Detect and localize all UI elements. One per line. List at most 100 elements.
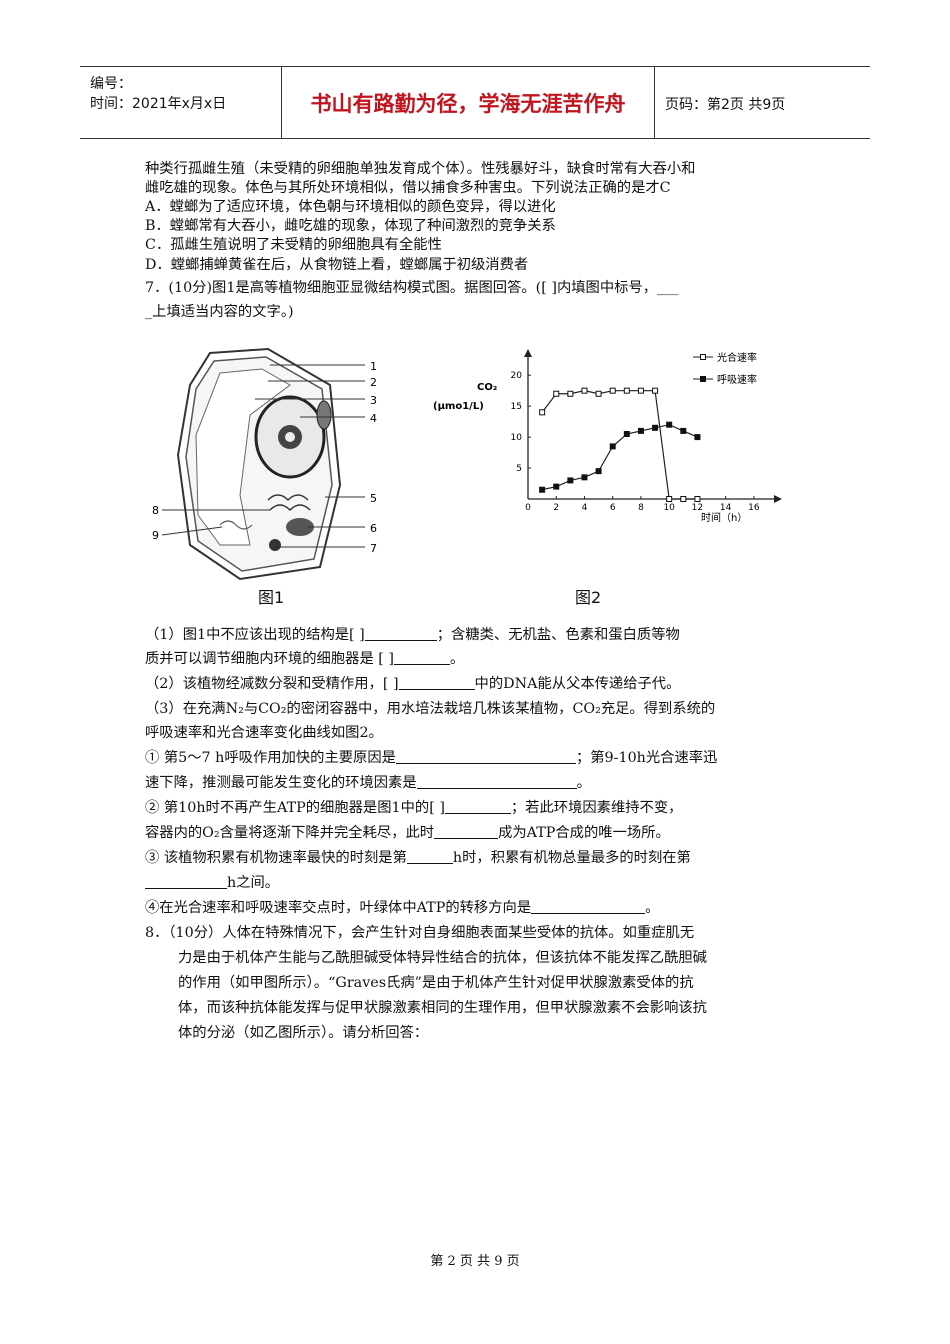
figure-2-caption: 图2 — [575, 588, 602, 607]
fig1-label-1: 1 — [370, 360, 377, 373]
answer-blank[interactable] — [406, 849, 453, 864]
figure-2-chart: CO₂ (μmo1/L) 时间（h） 光合速率 呼吸速率 0 2 4 6 8 10 12 14… — [433, 349, 782, 524]
figure-1-caption: 图1 — [258, 588, 285, 607]
q7-3-sub1: ① 第5～7 h呼吸作用加快的主要原因是；第9-10h光合速率迅 — [145, 749, 718, 766]
fig1-label-4: 4 — [370, 412, 377, 425]
q7-1-line2: 质并可以调节细胞内环境的细胞器是 [ ]。 — [145, 650, 465, 667]
page-header: 编号： 时间：2021年x月x日 书山有路勤为径，学海无涯苦作舟 页码：第2页 … — [80, 66, 870, 139]
text-line: 种类行孤雌生殖（未受精的卵细胞单独发育成个体）。性残暴好斗，缺食时常有大吞小和 — [145, 161, 696, 177]
doc-code-label: 编号： — [90, 76, 132, 92]
answer-blank[interactable] — [145, 874, 227, 889]
data-point — [581, 387, 588, 394]
q7-2-line: （2）该植物经减数分裂和受精作用，[ ]中的DNA能从父本传递给子代。 — [145, 675, 681, 692]
data-point — [539, 409, 546, 416]
q7-3-sub4: ④在光合速率和呼吸速率交点时，叶绿体中ATP的转移方向是。 — [145, 899, 660, 916]
y-tick-label: 10 — [511, 433, 523, 443]
data-point — [623, 387, 630, 394]
page-number-label: 页码：第2页 共9页 — [665, 97, 786, 113]
data-point — [637, 387, 644, 394]
series-line-respiration — [541, 424, 698, 491]
data-point — [666, 496, 673, 502]
x-tick-label: 12 — [692, 503, 703, 513]
fig1-label-3: 3 — [370, 394, 377, 407]
y-tick-label: 15 — [511, 402, 522, 412]
question-7-title-cont: _上填适当内容的文字。) — [145, 304, 294, 320]
data-point — [581, 474, 588, 481]
data-point — [623, 431, 630, 437]
q7-3-line: （3）在充满N₂与CO₂的密闭容器中，用水培法栽培几株该某植物，CO₂充足。得到… — [145, 701, 716, 717]
x-axis-arrow — [774, 495, 782, 503]
data-point — [666, 421, 673, 428]
fig1-label-7: 7 — [370, 542, 377, 555]
fig1-label-9: 9 — [152, 529, 159, 542]
q7-1-line: （1）图1中不应该出现的结构是[ ]；含糖类、无机盐、色素和蛋白质等物 — [145, 626, 680, 643]
q7-3-line2: 呼吸速率和光合速率变化曲线如图2。 — [145, 725, 383, 741]
figure-1-plant-cell: 1 2 3 4 5 6 7 8 9 — [152, 347, 377, 581]
option-c: C．孤雌生殖说明了未受精的卵细胞具有全能性 — [145, 237, 442, 253]
data-point — [553, 390, 560, 397]
legend-photo-label: 光合速率 — [717, 351, 757, 364]
option-b: B．螳螂常有大吞小，雌吃雄的现象，体现了种间激烈的竞争关系 — [145, 218, 556, 234]
question-7-title: 7．(10分)图1是高等植物细胞亚显微结构模式图。据图回答。([ ]内填图中标号… — [145, 280, 679, 296]
data-point — [553, 483, 560, 490]
chart-xlabel: 时间（h） — [701, 511, 747, 524]
option-a: A．螳螂为了适应环境，体色朝与环境相似的颜色变异，得以进化 — [145, 199, 556, 215]
x-tick-label: 0 — [525, 503, 531, 513]
legend-resp-marker — [700, 376, 706, 382]
answer-blank[interactable] — [364, 626, 437, 641]
fig1-label-8: 8 — [152, 504, 159, 517]
text-line: 雌吃雄的现象。体色与其所处环境相似，借以捕食多种害虫。下列说法正确的是才C — [145, 180, 671, 196]
header-info-cell: 编号： 时间：2021年x月x日 — [80, 67, 282, 138]
q7-3-sub3b: h之间。 — [145, 874, 279, 893]
answer-blank[interactable] — [531, 899, 646, 914]
data-point — [652, 387, 659, 394]
data-point — [609, 387, 616, 394]
x-tick-label: 2 — [553, 503, 559, 513]
q7-3-sub2: ② 第10h时不再产生ATP的细胞器是图1中的[ ]；若此环境因素维持不变， — [145, 799, 683, 816]
data-point — [652, 424, 659, 431]
data-point — [539, 486, 546, 493]
y-tick-label: 5 — [516, 464, 522, 474]
option-d: D．螳螂捕蝉黄雀在后，从食物链上看，螳螂属于初级消费者 — [145, 257, 529, 273]
answer-blank[interactable] — [394, 650, 450, 665]
q7-3-sub1b: 速下降，推测最可能发生变化的环境因素是。 — [145, 774, 591, 791]
data-point — [595, 468, 602, 475]
data-point — [694, 434, 701, 441]
answer-blank[interactable] — [395, 749, 576, 764]
data-point — [680, 427, 687, 434]
data-point — [567, 477, 574, 484]
legend-resp-label: 呼吸速率 — [717, 373, 757, 386]
y-axis-arrow — [524, 349, 532, 357]
fig1-label-5: 5 — [370, 492, 377, 505]
legend-photo-marker — [700, 354, 706, 360]
x-tick-label: 16 — [748, 503, 760, 513]
motto: 书山有路勤为径，学海无涯苦作舟 — [282, 67, 655, 138]
x-tick-label: 4 — [582, 503, 588, 513]
data-point — [609, 443, 616, 450]
fig1-label-2: 2 — [370, 376, 377, 389]
chart-ylabel-1: CO₂ — [477, 382, 497, 393]
question-8-line: 8．（10分）人体在特殊情况下，会产生针对自身细胞表面某些受体的抗体。如重症肌无 — [145, 925, 695, 941]
question-8-line: 体，而该种抗体能发挥与促甲状腺激素相同的生理作用，但甲状腺激素不会影响该抗 — [178, 1000, 707, 1016]
x-tick-label: 6 — [610, 503, 616, 513]
question-8-line: 体的分泌（如乙图所示）。请分析回答： — [178, 1025, 429, 1041]
page-footer: 第 2 页 共 9 页 — [430, 1254, 520, 1269]
data-point — [694, 496, 701, 502]
chart-ylabel-2: (μmo1/L) — [433, 401, 484, 412]
answer-blank[interactable] — [416, 774, 577, 789]
answer-blank[interactable] — [434, 824, 499, 839]
question-8-line: 力是由于机体产生能与乙酰胆碱受体特异性结合的抗体，但该抗体不能发挥乙酰胆碱 — [178, 950, 707, 966]
question-8-line: 的作用（如甲图所示）。“Graves氏病”是由于机体产生针对促甲状腺激素受体的抗 — [178, 975, 694, 991]
x-tick-label: 10 — [663, 503, 675, 513]
doc-date-label: 时间：2021年x月x日 — [90, 96, 227, 112]
data-point — [680, 496, 687, 502]
x-tick-label: 14 — [720, 503, 732, 513]
x-tick-label: 8 — [638, 503, 644, 513]
data-point — [567, 390, 574, 397]
data-point — [595, 390, 602, 397]
y-tick-label: 20 — [511, 371, 523, 381]
answer-blank[interactable] — [444, 799, 511, 814]
data-point — [637, 427, 644, 434]
answer-blank[interactable] — [398, 675, 475, 690]
